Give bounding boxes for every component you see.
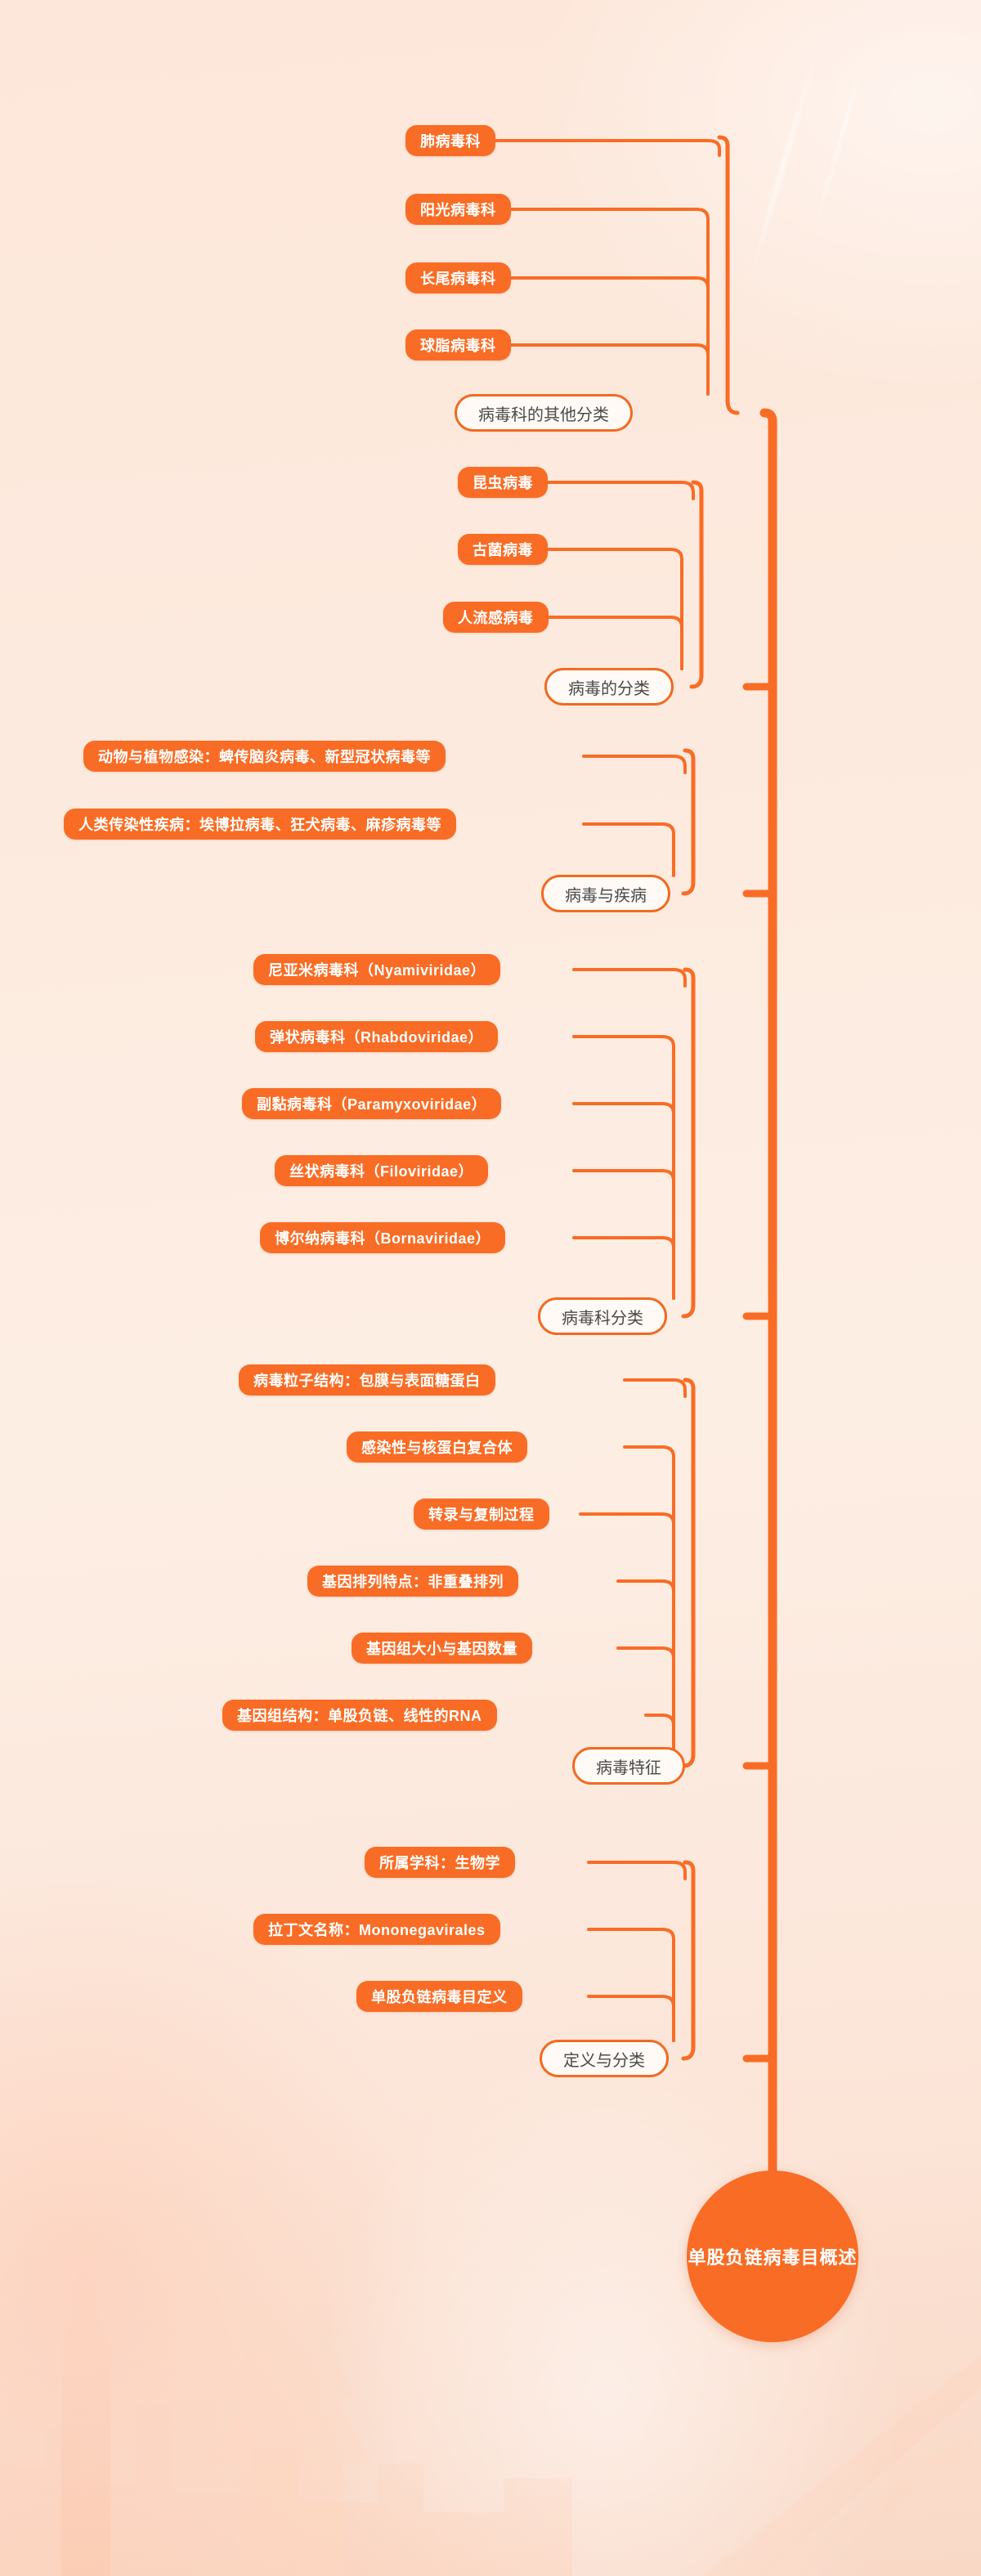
leaf-node[interactable]: 人类传染性疾病：埃博拉病毒、狂犬病毒、麻疹病毒等 [64, 809, 456, 840]
leaf-node[interactable]: 古菌病毒 [458, 534, 548, 565]
leaf-node[interactable]: 基因排列特点：非重叠排列 [307, 1566, 518, 1597]
leaf-node[interactable]: 人流感病毒 [443, 602, 549, 633]
background-bridge-watermark [703, 2354, 981, 2576]
leaf-node[interactable]: 尼亚米病毒科（Nyamiviridae） [253, 954, 501, 985]
background-bridge-watermark-2 [752, 2430, 973, 2576]
leaf-node[interactable]: 阳光病毒科 [405, 194, 511, 225]
leaf-node[interactable]: 单股负链病毒目定义 [356, 1981, 522, 2012]
leaf-node[interactable]: 动物与植物感染：蜱传脑炎病毒、新型冠状病毒等 [83, 741, 446, 772]
background-tower-watermark [61, 2233, 110, 2576]
background-skyline-watermark [0, 2404, 572, 2576]
branch-node-family-classification[interactable]: 病毒科分类 [538, 1297, 667, 1335]
branch-node-virus-and-disease[interactable]: 病毒与疾病 [541, 875, 670, 912]
branch-node-virus-classification[interactable]: 病毒的分类 [544, 668, 674, 706]
leaf-node[interactable]: 基因组大小与基因数量 [352, 1633, 532, 1664]
leaf-node[interactable]: 昆虫病毒 [458, 467, 548, 498]
leaf-node[interactable]: 基因组结构：单股负链、线性的RNA [222, 1700, 497, 1731]
leaf-node[interactable]: 长尾病毒科 [405, 262, 511, 293]
leaf-node[interactable]: 肺病毒科 [405, 125, 495, 156]
leaf-node[interactable]: 博尔纳病毒科（Bornaviridae） [260, 1222, 506, 1253]
branch-node-other-family-classification[interactable]: 病毒科的其他分类 [455, 394, 633, 432]
leaf-node[interactable]: 副黏病毒科（Paramyxoviridae） [242, 1088, 502, 1119]
leaf-node[interactable]: 转录与复制过程 [414, 1499, 549, 1530]
leaf-node[interactable]: 弹状病毒科（Rhabdoviridae） [255, 1021, 499, 1052]
leaf-node[interactable]: 丝状病毒科（Filoviridae） [275, 1155, 489, 1186]
leaf-node[interactable]: 感染性与核蛋白复合体 [347, 1431, 527, 1463]
root-node[interactable]: 单股负链病毒目概述 [687, 2171, 858, 2342]
leaf-node[interactable]: 所属学科：生物学 [365, 1847, 515, 1878]
leaf-node[interactable]: 球脂病毒科 [405, 329, 511, 361]
branch-node-definition-and-classification[interactable]: 定义与分类 [540, 2040, 669, 2077]
branch-node-virus-features[interactable]: 病毒特征 [572, 1747, 685, 1785]
background-swirl-watermark [553, 0, 981, 415]
leaf-node[interactable]: 拉丁文名称：Mononegavirales [253, 1914, 500, 1945]
leaf-node[interactable]: 病毒粒子结构：包膜与表面糖蛋白 [239, 1364, 495, 1396]
background-pagoda-watermark [207, 2200, 374, 2576]
